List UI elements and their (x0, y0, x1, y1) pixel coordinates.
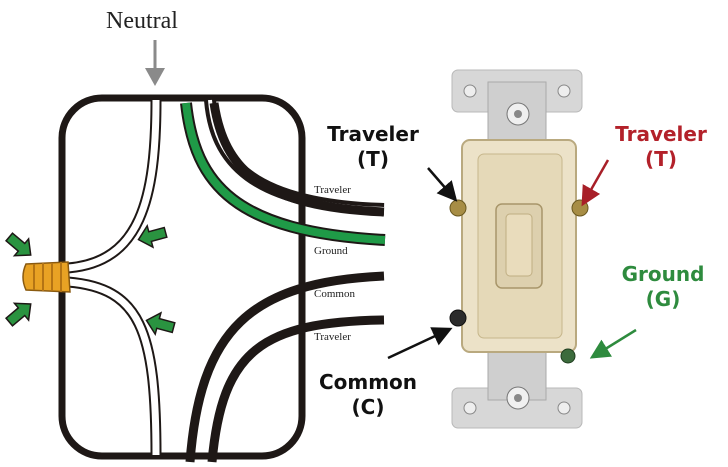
green-arrow-nut-top (5, 232, 32, 257)
common-callout: Common (C) (296, 370, 440, 420)
wire-label-ground: Ground (314, 245, 348, 257)
ground-wire (180, 102, 386, 246)
common-abbrev: (C) (351, 395, 385, 419)
neutral-wire-upper (67, 99, 162, 274)
ground-title: Ground (621, 262, 705, 286)
electrical-box (58, 94, 306, 460)
traveler-right-abbrev: (T) (645, 147, 677, 171)
wire-label-traveler-top: Traveler (314, 184, 351, 196)
common-wire (185, 271, 385, 463)
traveler-left-abbrev: (T) (357, 147, 389, 171)
traveler-right-title: Traveler (615, 122, 707, 146)
right-traveler-pointer (581, 159, 610, 207)
traveler-left-title: Traveler (327, 122, 419, 146)
neutral-arrow (145, 40, 165, 86)
wire-nut (22, 261, 71, 293)
common-title: Common (318, 370, 418, 394)
traveler-wire-bottom (207, 315, 385, 463)
common-pointer (387, 327, 453, 360)
green-arrow-wire-lower (145, 311, 176, 336)
traveler-left-callout: Traveler (T) (306, 122, 440, 172)
neutral-label: Neutral (106, 8, 178, 34)
three-way-switch (449, 69, 589, 429)
left-traveler-pointer (427, 167, 458, 202)
ground-abbrev: (G) (645, 287, 681, 311)
traveler-wire-top (209, 102, 385, 217)
traveler-right-callout: Traveler (T) (598, 122, 724, 172)
green-arrow-nut-bottom (5, 302, 32, 327)
neutral-wire-lower (67, 276, 162, 456)
wire-label-traveler-bottom: Traveler (314, 331, 351, 343)
ground-pointer (589, 328, 637, 359)
ground-callout: Ground (G) (602, 262, 724, 312)
wire-label-common: Common (314, 288, 355, 300)
green-arrow-wire-upper (137, 224, 168, 249)
